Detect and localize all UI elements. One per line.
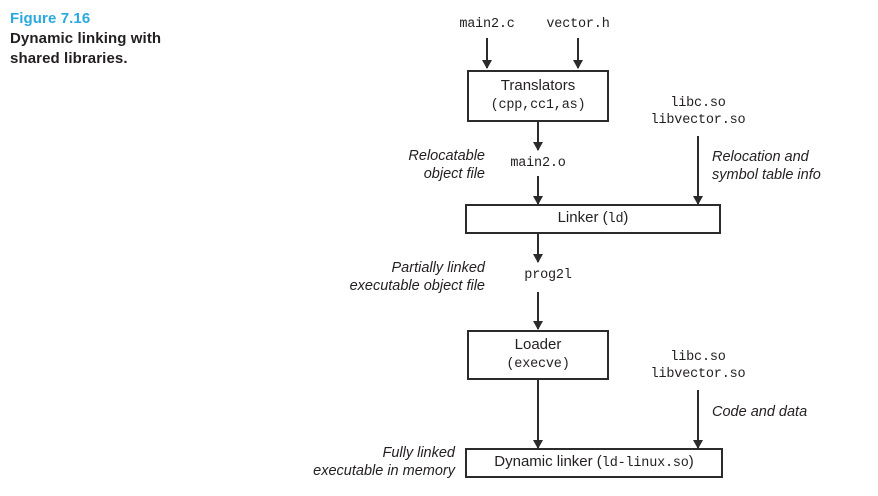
arrow-loader-to-dynamic-linker — [537, 380, 539, 448]
figure-title-line-2: shared libraries. — [10, 50, 128, 67]
dynamic-linker-command: ld-linux.so — [601, 456, 689, 471]
dynamic-linker-label-close: ) — [688, 453, 694, 470]
translators-label: Translators — [500, 77, 576, 94]
annotation-relocatable-line-2: object file — [423, 166, 485, 182]
annotation-relocatable-line-1: Relocatable — [408, 148, 485, 164]
figure-title-line-1: Dynamic linking with — [10, 30, 162, 47]
shared-library-libvector-so-top: libvector.so — [650, 113, 746, 128]
arrow-linker-to-prog2l — [537, 234, 539, 262]
linker-label: Linker (ld) — [558, 208, 629, 230]
intermediate-file-main2-o: main2.o — [510, 156, 566, 171]
arrow-main2c-to-translators — [486, 38, 488, 68]
box-linker: Linker (ld) — [465, 204, 721, 234]
arrow-prog2l-to-loader — [537, 292, 539, 329]
annotation-fully-linked-line-2: executable in memory — [313, 463, 455, 479]
arrow-translators-to-main2o — [537, 122, 539, 150]
arrow-main2o-to-linker — [537, 176, 539, 204]
linker-label-text: Linker ( — [557, 209, 608, 226]
figure-number: Figure 7.16 — [10, 10, 91, 27]
loader-syscall: (execve) — [506, 357, 570, 372]
shared-library-libc-so-top: libc.so — [670, 96, 726, 111]
annotation-relocation-info-line-2: symbol table info — [712, 167, 821, 183]
linker-label-close: ) — [623, 209, 629, 226]
intermediate-file-prog2l: prog2l — [524, 268, 572, 283]
linker-command: ld — [607, 212, 624, 227]
box-loader: Loader (execve) — [467, 330, 609, 380]
annotation-code-and-data: Code and data — [712, 404, 808, 420]
box-translators: Translators (cpp,cc1,as) — [467, 70, 609, 122]
dynamic-linker-label-text: Dynamic linker ( — [494, 453, 602, 470]
arrow-shared-libs-to-dynamic-linker — [697, 390, 699, 448]
input-file-vector-h: vector.h — [546, 17, 610, 32]
arrow-vectorh-to-translators — [577, 38, 579, 68]
annotation-relocation-info-line-1: Relocation and — [712, 149, 809, 165]
figure-caption: Figure 7.16 Dynamic linking with shared … — [10, 9, 260, 69]
translators-tools: (cpp,cc1,as) — [490, 98, 586, 113]
annotation-partially-linked-line-1: Partially linked — [391, 260, 486, 276]
shared-library-libvector-so-bottom: libvector.so — [650, 367, 746, 382]
shared-library-libc-so-bottom: libc.so — [670, 350, 726, 365]
loader-label: Loader — [514, 336, 562, 353]
arrow-shared-libs-to-linker — [697, 136, 699, 204]
annotation-partially-linked-line-2: executable object file — [349, 278, 485, 294]
input-file-main2-c: main2.c — [459, 17, 515, 32]
dynamic-linker-label: Dynamic linker (ld-linux.so) — [494, 452, 693, 474]
box-dynamic-linker: Dynamic linker (ld-linux.so) — [465, 448, 723, 478]
annotation-fully-linked-line-1: Fully linked — [382, 445, 455, 461]
